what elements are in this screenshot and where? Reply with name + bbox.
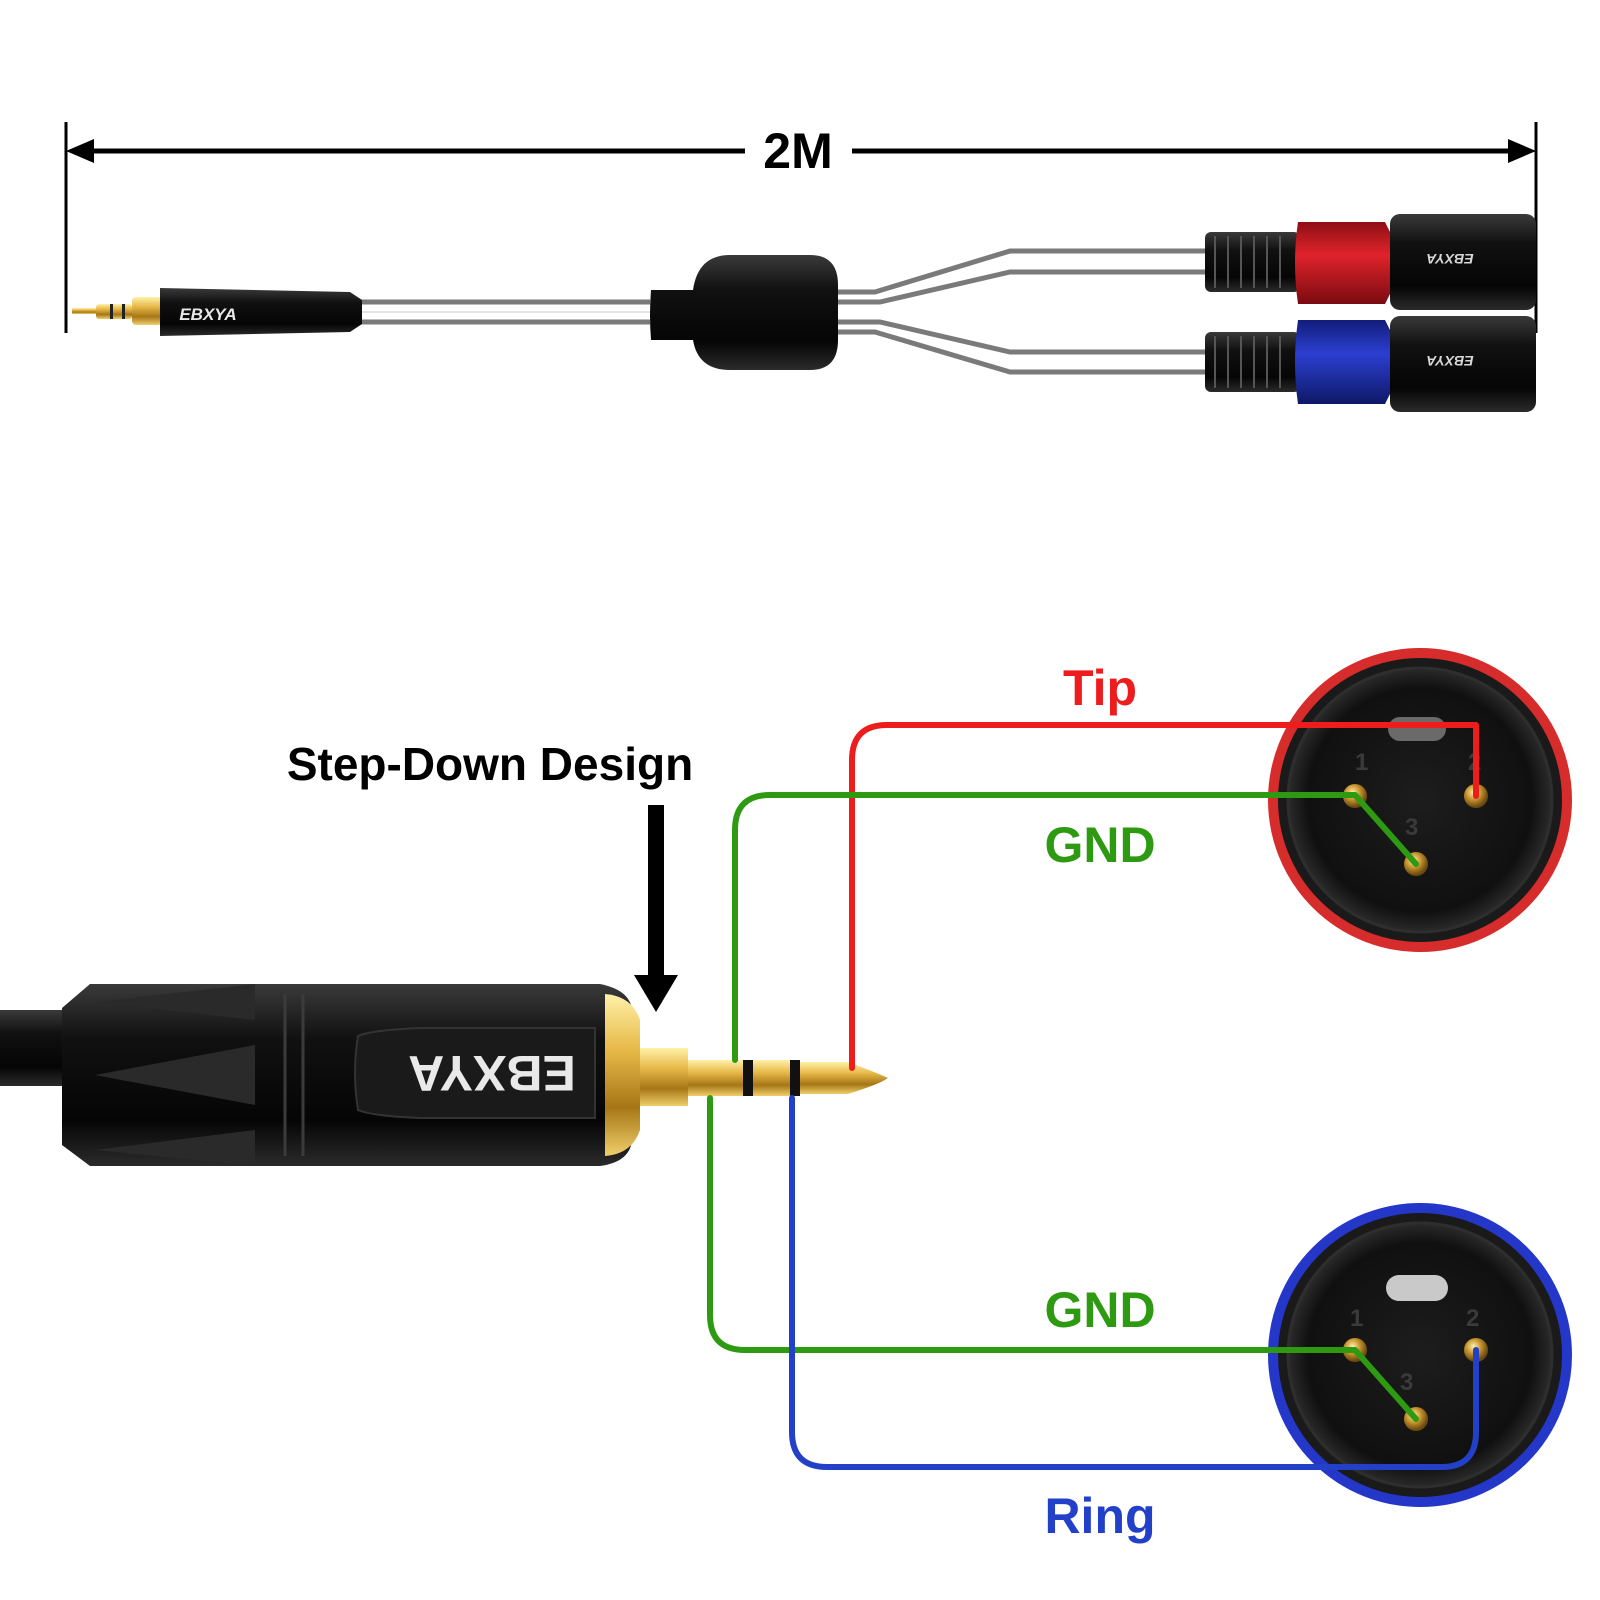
plug-closeup: EBXYA — [0, 984, 888, 1166]
xlr-face-bottom: 1 2 3 — [1268, 1203, 1572, 1507]
length-label: 2M — [763, 123, 832, 179]
step-down-callout: Step-Down Design — [287, 738, 693, 1012]
pin-number: 1 — [1350, 1305, 1363, 1332]
pin-number: 3 — [1405, 814, 1418, 841]
arrow-right-icon — [1508, 139, 1536, 163]
arrow-left-icon — [66, 139, 94, 163]
brand-label-large: EBXYA — [408, 1045, 576, 1101]
cable-assembly: EBXYA EBXYA — [72, 214, 1536, 412]
mini-jack-plug: EBXYA — [72, 288, 362, 336]
pin-number: 3 — [1400, 1369, 1413, 1396]
wire-tip — [849, 722, 1479, 1071]
pin-number: 2 — [1466, 1305, 1479, 1332]
wire-ring — [789, 1095, 1479, 1470]
brand-label: EBXYA — [179, 305, 236, 324]
step-down-label: Step-Down Design — [287, 738, 693, 790]
wire-gnd-top — [732, 792, 1419, 1063]
y-splitter — [650, 255, 838, 370]
gnd-top-label: GND — [1044, 817, 1155, 873]
wire-gnd-bottom — [707, 1095, 1419, 1422]
xlr-connector-red: EBXYA — [1205, 214, 1536, 310]
pin-number: 1 — [1355, 749, 1368, 776]
tip-label: Tip — [1063, 660, 1137, 716]
brand-label-xlr-red: EBXYA — [1426, 251, 1473, 267]
length-dimension: 2M — [64, 122, 1538, 333]
xlr-face-top: 1 2 3 — [1268, 648, 1572, 952]
arrow-down-icon — [634, 975, 678, 1012]
gnd-bottom-label: GND — [1044, 1282, 1155, 1338]
ring-label: Ring — [1044, 1488, 1155, 1544]
xlr-connector-blue: EBXYA — [1205, 316, 1536, 412]
brand-label-xlr-blue: EBXYA — [1426, 353, 1473, 369]
